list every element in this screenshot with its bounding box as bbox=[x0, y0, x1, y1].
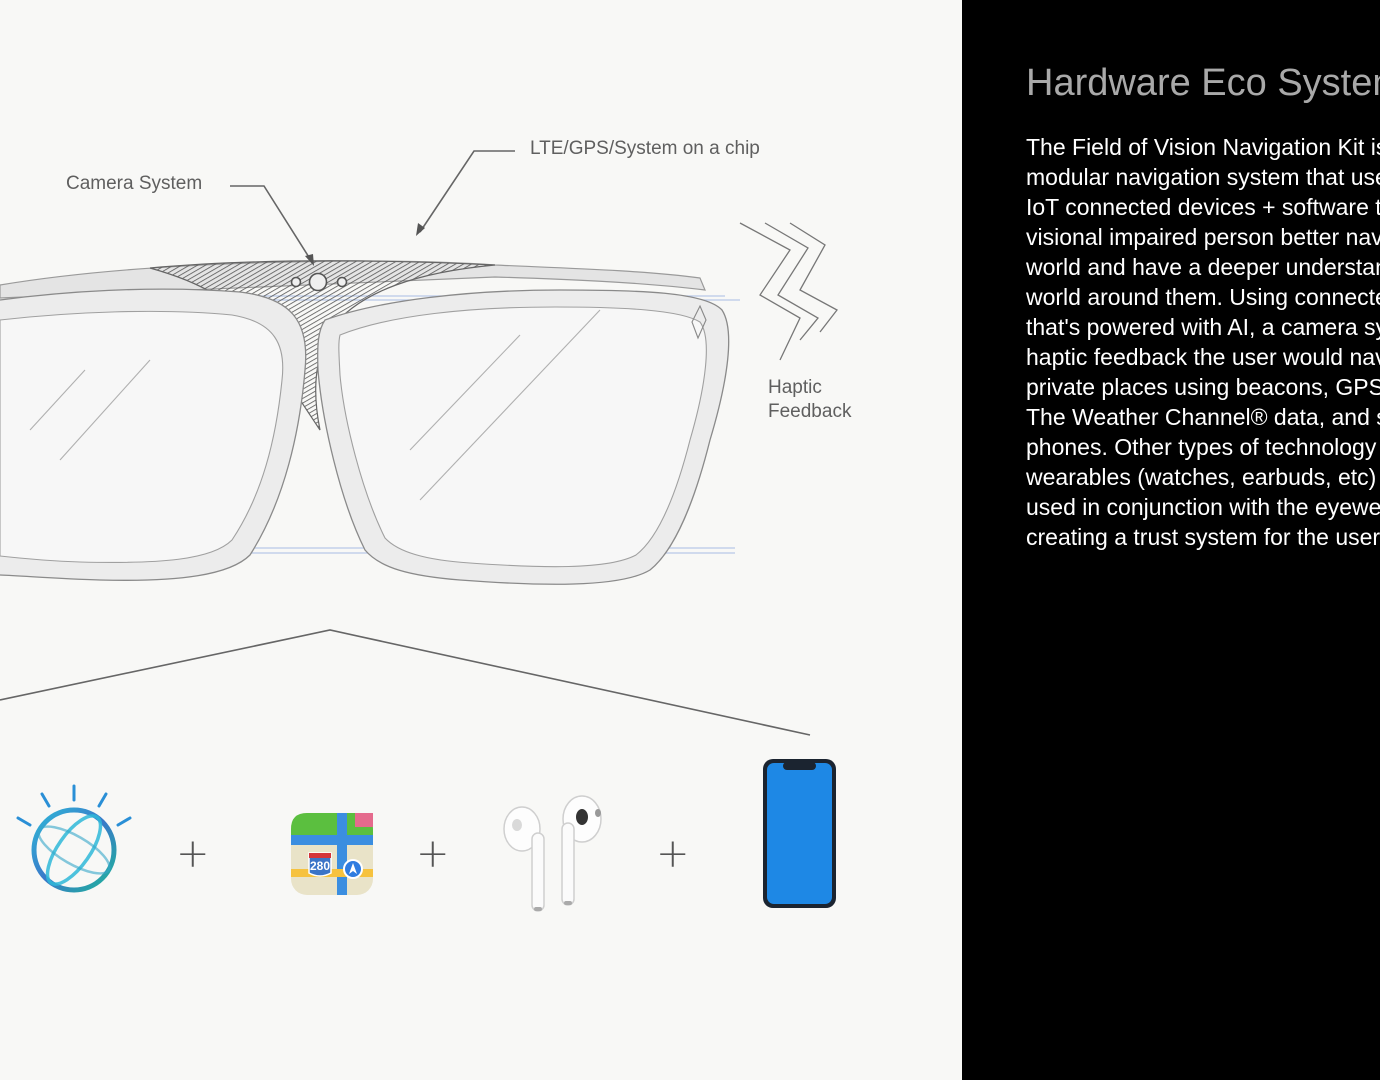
maps-badge-text: 280 bbox=[310, 859, 330, 873]
body-line: modular navigation system that uses bbox=[1026, 164, 1380, 190]
body-line: used in conjunction with the eyewear bbox=[1026, 494, 1380, 520]
hinge-detail bbox=[691, 304, 707, 340]
maps-app-icon: 280 bbox=[291, 813, 373, 895]
body-line: world and have a deeper understanding of… bbox=[1026, 254, 1380, 280]
watson-ai-icon bbox=[16, 784, 132, 893]
plus-operator: + bbox=[416, 831, 450, 877]
lte-gps-label: LTE/GPS/System on a chip bbox=[530, 138, 760, 159]
body-line: creating a trust system for the user. bbox=[1026, 524, 1380, 550]
ecosystem-wedge bbox=[0, 629, 811, 736]
haptic-waves bbox=[739, 222, 838, 361]
panel-title: Hardware Eco System bbox=[1026, 62, 1380, 104]
smartphone-icon bbox=[763, 759, 836, 908]
glasses-sketch: 280 bbox=[0, 150, 838, 912]
sketch-canvas: 280 Camera System LTE/GPS/System on a ch… bbox=[0, 0, 962, 1080]
body-line: visional impaired person better navigate… bbox=[1026, 224, 1380, 250]
plus-operator: + bbox=[176, 831, 210, 877]
airpods-icon bbox=[503, 795, 602, 912]
callout-lines bbox=[230, 150, 515, 263]
camera-lenses bbox=[290, 272, 348, 292]
body-line: that's powered with AI, a camera system … bbox=[1026, 314, 1380, 340]
body-line: The Weather Channel® data, and smart bbox=[1026, 404, 1380, 430]
body-line: private places using beacons, GPS/LTE, bbox=[1026, 374, 1380, 400]
arrow-head-camera bbox=[305, 254, 314, 266]
left-lens bbox=[0, 310, 284, 564]
camera-system-label: Camera System bbox=[66, 173, 203, 194]
body-line: phones. Other types of technology such a… bbox=[1026, 434, 1380, 460]
plus-operator: + bbox=[656, 831, 690, 877]
body-line: IoT connected devices + software to help bbox=[1026, 194, 1380, 220]
body-line: haptic feedback the user would navigate … bbox=[1026, 344, 1380, 370]
lens-reflections bbox=[29, 309, 601, 501]
haptic-feedback-label: Haptic Feedback bbox=[768, 377, 852, 422]
arrow-head-lte bbox=[416, 223, 425, 236]
body-line: world around them. Using connected glass… bbox=[1026, 284, 1380, 310]
panel-body: The Field of Vision Navigation Kit is a … bbox=[1026, 132, 1380, 552]
body-line: wearables (watches, earbuds, etc) could … bbox=[1026, 464, 1380, 490]
description-panel: Hardware Eco System The Field of Vision … bbox=[962, 0, 1380, 1080]
body-line: The Field of Vision Navigation Kit is a bbox=[1026, 134, 1380, 160]
right-lens bbox=[338, 306, 707, 568]
